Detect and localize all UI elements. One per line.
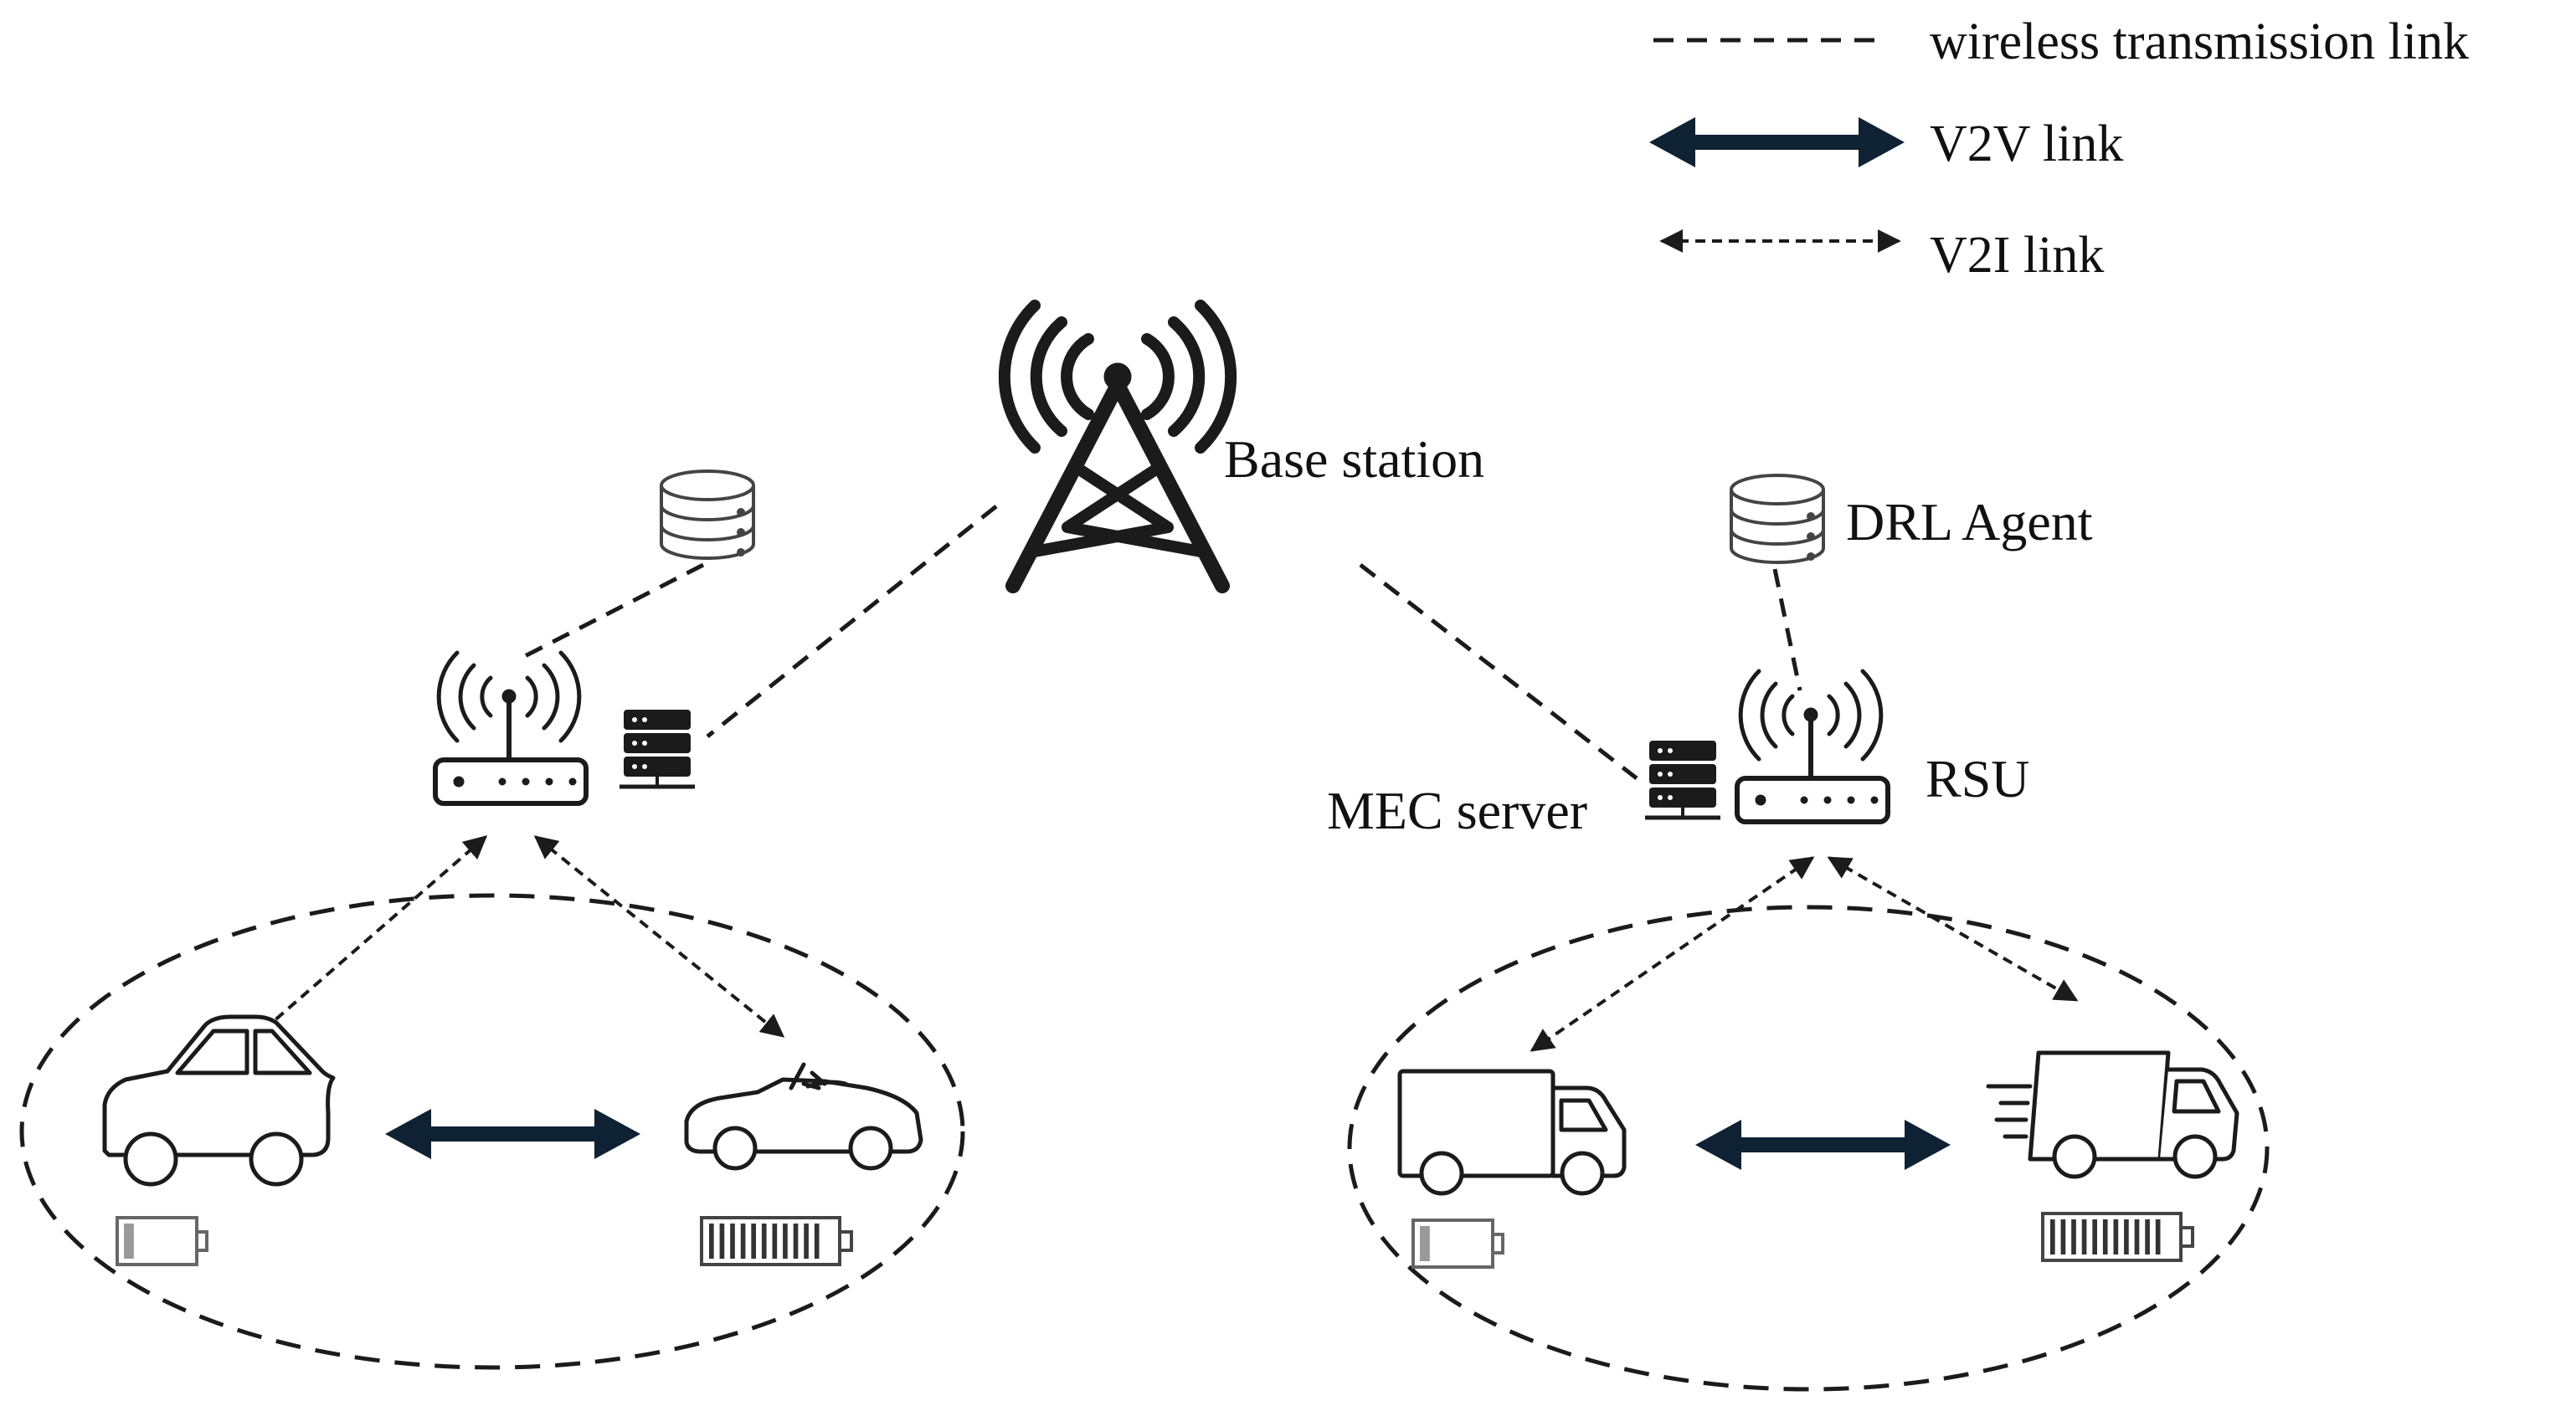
box-truck-icon [1397, 1069, 1627, 1196]
battery-cell [2145, 1219, 2150, 1255]
battery-cell [2071, 1219, 2076, 1255]
legend-wireless-label: wireless transmission link [1930, 13, 2469, 70]
truck-battery-icon [1411, 1219, 1504, 1269]
v2v-link-left [385, 1109, 640, 1159]
battery-cell [2092, 1219, 2097, 1255]
left-database-icon [660, 469, 755, 560]
right-mec-server-icon [1645, 741, 1720, 820]
battery-cell [719, 1224, 725, 1259]
drl-agent-database-icon [1730, 474, 1825, 564]
legend: wireless transmission link V2V link V2I … [1649, 13, 2469, 284]
rsu-label: RSU [1926, 749, 2030, 808]
v2v-link-right [1695, 1120, 1951, 1170]
sedan-battery-icon [116, 1216, 208, 1266]
battery-cell [772, 1224, 778, 1259]
battery-cell [814, 1224, 820, 1259]
v2i-link-right-rsu-truck [1530, 856, 1815, 1052]
legend-v2i-label: V2I link [1930, 227, 2104, 284]
battery-cell [2113, 1219, 2119, 1255]
battery-cell [2124, 1219, 2129, 1255]
battery-cell [2155, 1219, 2161, 1255]
left-vehicle-cluster-ellipse [19, 893, 965, 1370]
right-vehicle-cluster-ellipse [1347, 905, 2270, 1392]
wireless-link-bs-left-mec [706, 505, 998, 738]
v2i-link-right-rsu-fast-truck [1827, 856, 2079, 1002]
convertible-car-icon [684, 1062, 923, 1171]
battery-cell [740, 1224, 746, 1259]
battery-cell [730, 1224, 735, 1259]
battery-cell [751, 1224, 756, 1259]
left-rsu-router-icon [433, 650, 589, 806]
base-station-label: Base station [1224, 429, 1484, 489]
left-mec-server-icon [620, 710, 695, 789]
battery-cell [2050, 1219, 2055, 1255]
wireless-link-left-db-rsu [522, 562, 705, 659]
wireless-link-drl-rsu [1772, 568, 1802, 691]
battery-cell [2134, 1219, 2140, 1255]
battery-cell [2060, 1219, 2066, 1255]
right-rsu-router-icon [1735, 669, 1890, 824]
legend-v2v-label: V2V link [1930, 115, 2123, 172]
battery-cell [2102, 1219, 2108, 1255]
wireless-link-bs-right-mec [1359, 563, 1638, 780]
fast-truck-battery-icon [2041, 1212, 2194, 1262]
battery-cell [804, 1224, 809, 1259]
fast-truck-icon [1986, 1050, 2239, 1179]
battery-cell [783, 1224, 788, 1259]
base-station-tower-icon [998, 300, 1237, 593]
convertible-battery-icon [700, 1216, 853, 1266]
mec-server-label: MEC server [1327, 781, 1587, 840]
v2i-link-left-rsu-convertible [533, 835, 785, 1038]
battery-cell [2081, 1219, 2087, 1255]
v2i-link-left-rsu-sedan [244, 835, 488, 1046]
drl-agent-label: DRL Agent [1846, 492, 2093, 552]
battery-cell [709, 1224, 714, 1259]
battery-cell [793, 1224, 799, 1259]
battery-cell [761, 1224, 767, 1259]
sedan-car-icon [102, 1014, 336, 1187]
legend-v2v-arrow [1649, 117, 1905, 167]
